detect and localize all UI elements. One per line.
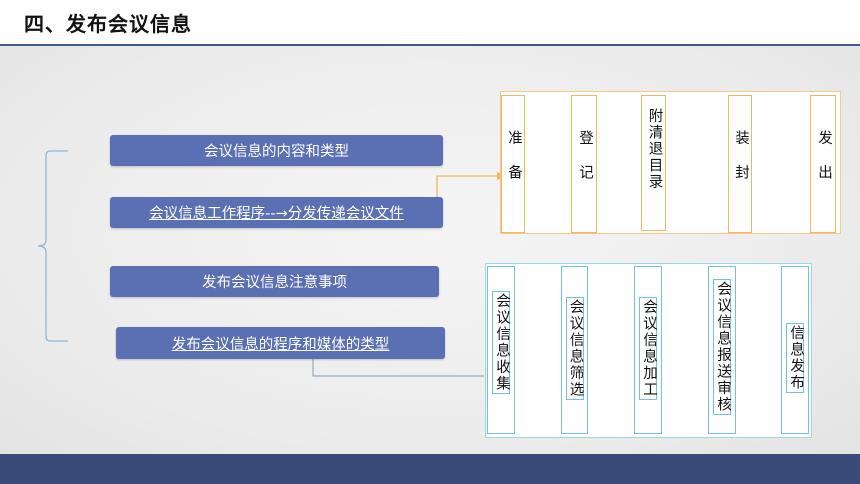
flow-step-send: 发出 — [810, 95, 836, 233]
main-item-content-types: 会议信息的内容和类型 — [110, 135, 443, 166]
page-title: 四、发布会议信息 — [24, 12, 192, 36]
flow-step-label: 准备 — [505, 129, 522, 199]
main-item-precautions: 发布会议信息注意事项 — [110, 266, 439, 297]
flow-step-prepare: 准备 — [501, 95, 525, 233]
distribute-flow-panel — [500, 91, 841, 234]
flow-step-label: 装封 — [732, 129, 749, 199]
header-divider — [0, 44, 860, 46]
flow-step-process: 会议信息加工 — [634, 266, 662, 434]
flow-step-label: 登记 — [576, 129, 593, 199]
flow-step-label: 信息发布 — [787, 325, 804, 391]
flow-step-collect: 会议信息收集 — [487, 266, 515, 434]
flow-step-label: 附清退目录 — [646, 108, 663, 191]
footer-bar — [0, 454, 860, 484]
left-brace — [37, 150, 68, 342]
flow-step-label: 会议信息筛选 — [567, 299, 584, 398]
flow-step-label: 发出 — [815, 129, 832, 199]
main-item-procedure-media: 发布会议信息的程序和媒体的类型 — [116, 327, 445, 359]
flow-step-return-list: 附清退目录 — [641, 95, 666, 231]
flow-step-release: 信息发布 — [781, 266, 809, 434]
flow-step-label: 会议信息收集 — [493, 293, 510, 392]
flow-step-label: 会议信息加工 — [640, 299, 657, 398]
flow-step-review: 会议信息报送审核 — [708, 266, 736, 434]
flow-step-filter: 会议信息筛选 — [561, 266, 588, 434]
flow-step-seal: 装封 — [728, 95, 752, 233]
connector-to-publish-flow — [312, 358, 484, 377]
header: 四、发布会议信息 — [0, 0, 860, 45]
flow-step-register: 登记 — [571, 95, 597, 233]
main-item-work-procedure: 会议信息工作程序--→分发传递会议文件 — [110, 197, 443, 228]
flow-step-label: 会议信息报送审核 — [714, 281, 731, 413]
